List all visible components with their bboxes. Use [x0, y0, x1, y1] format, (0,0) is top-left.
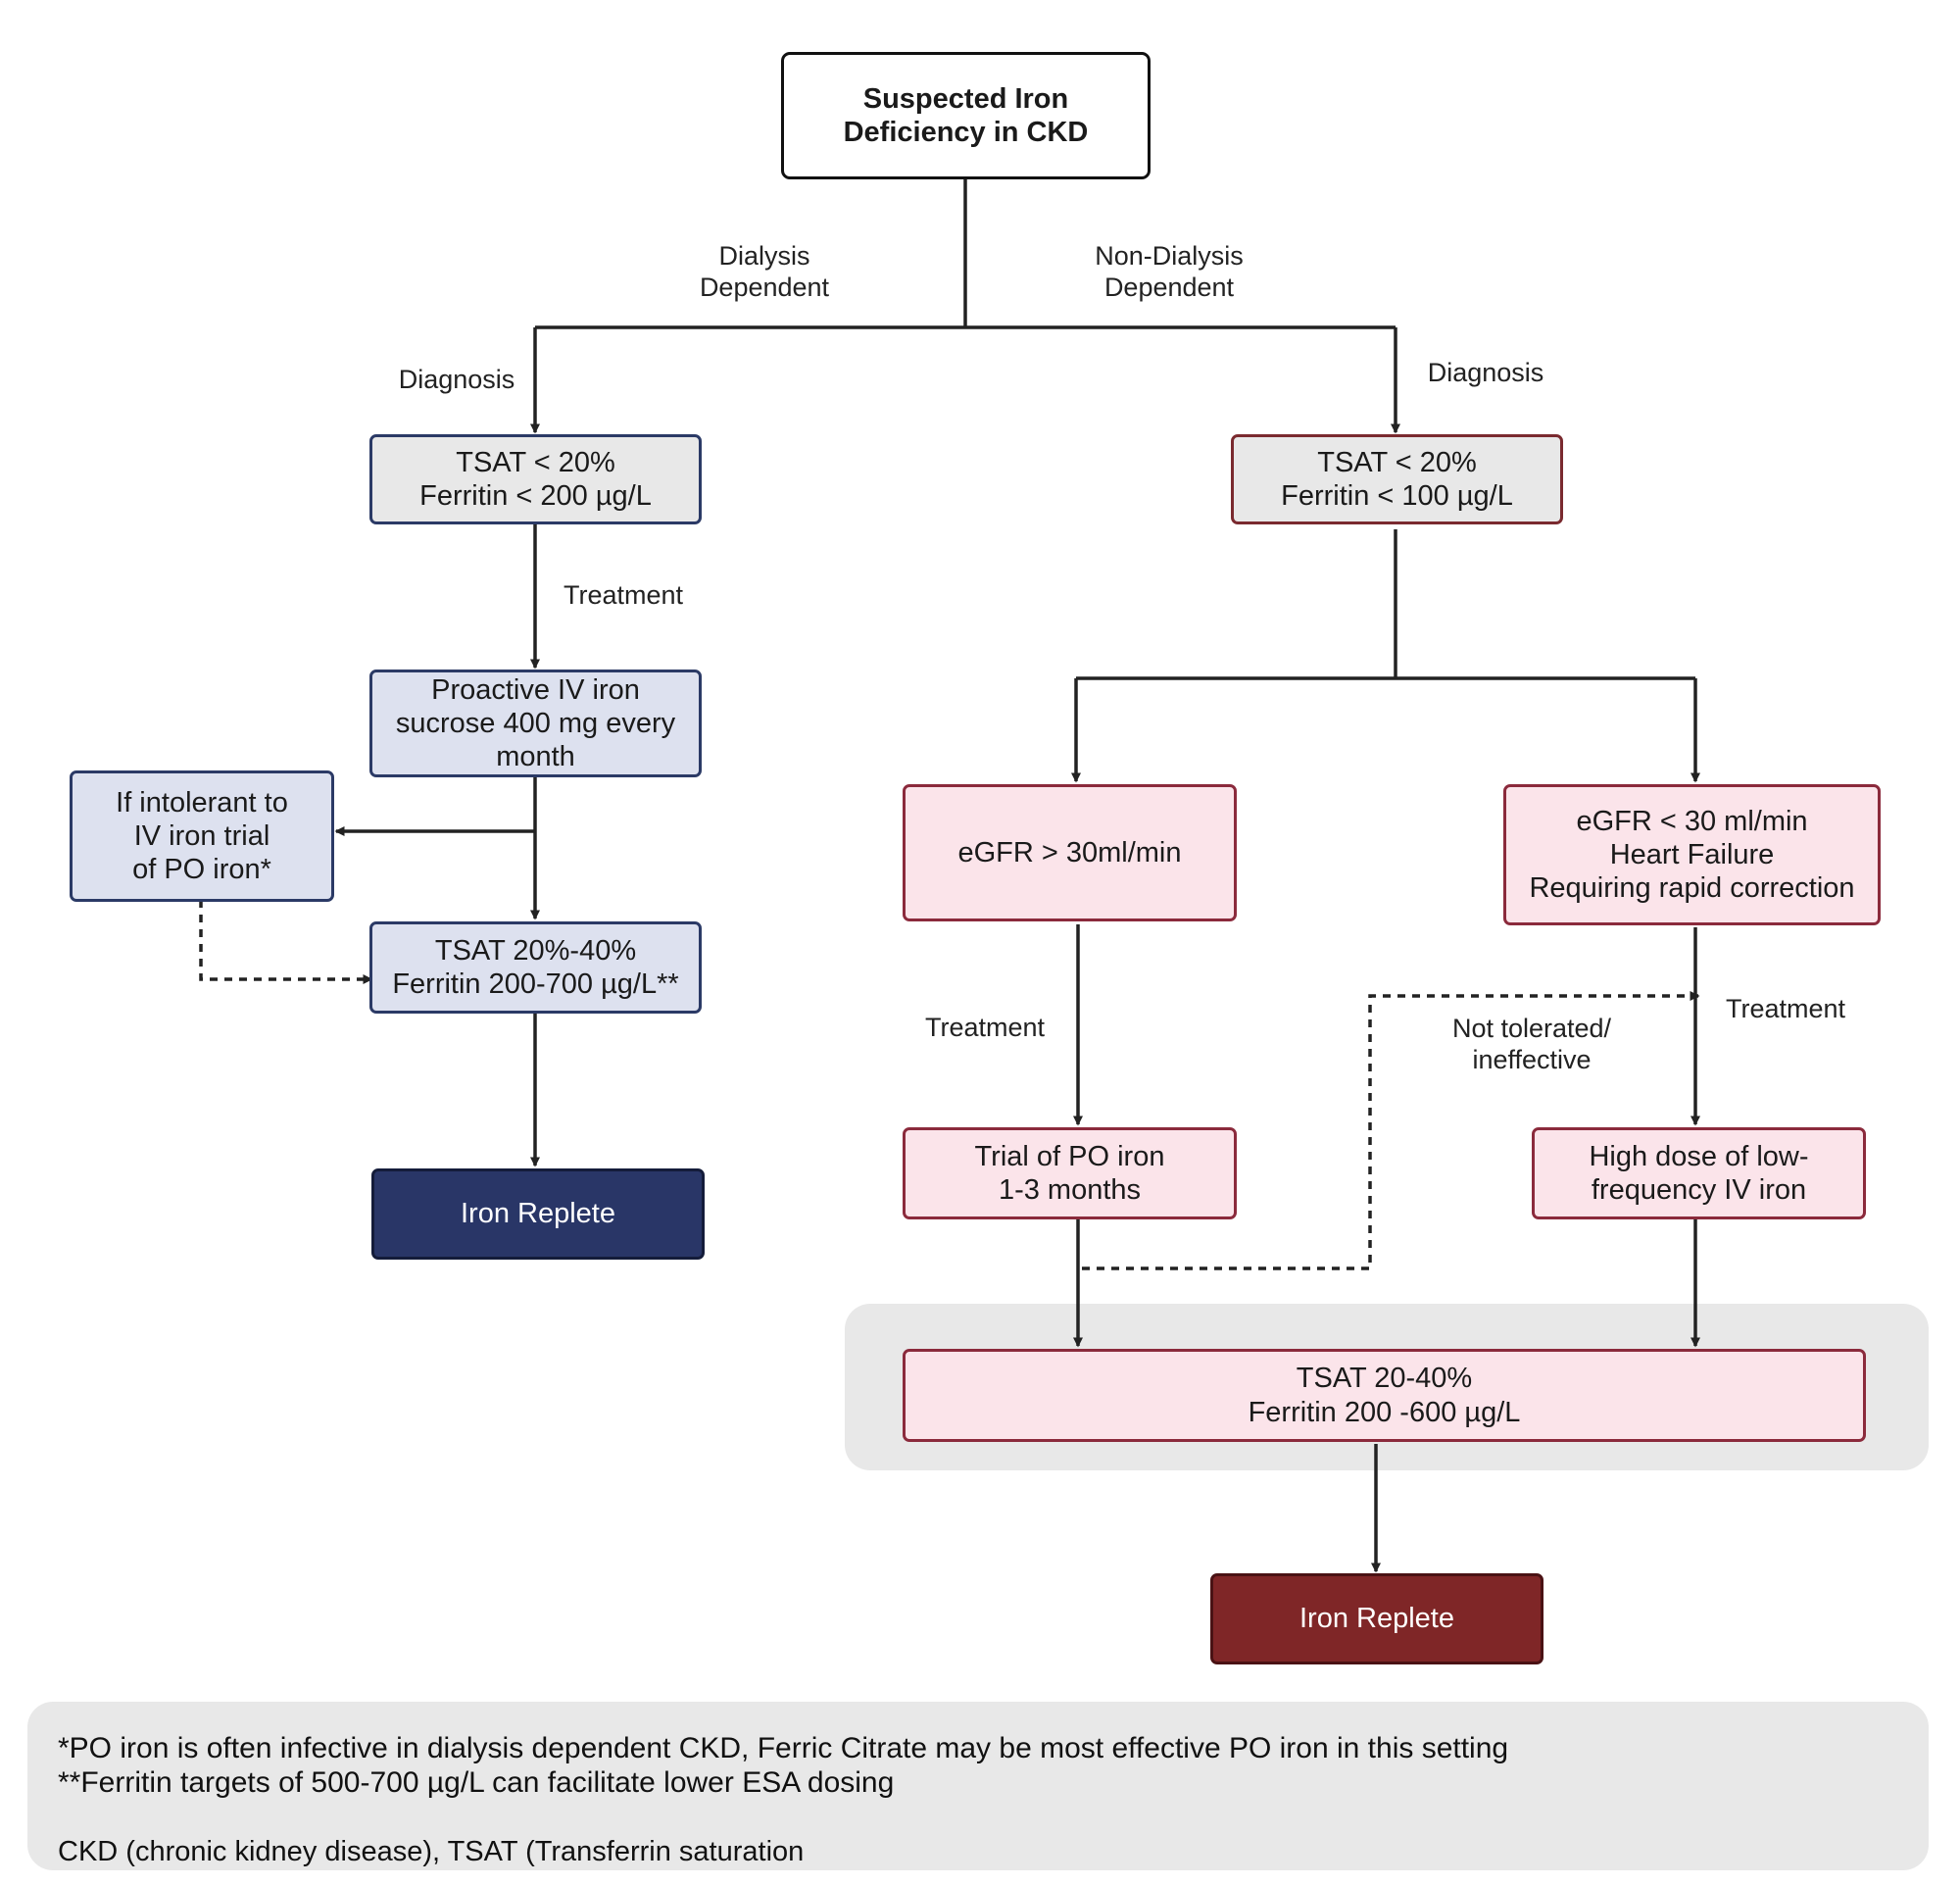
label-text: Non-Dialysis	[1095, 241, 1244, 271]
label-non-dialysis-dependent: Non-Dialysis Dependent	[1056, 240, 1282, 304]
dashed-arrow-po-to-target	[199, 900, 373, 984]
node-text: of PO iron*	[132, 854, 271, 886]
label-treatment-left: Treatment	[545, 579, 702, 611]
node-text: Deficiency in CKD	[843, 117, 1089, 148]
node-ndd-target-range: TSAT 20-40% Ferritin 200 -600 µg/L	[903, 1349, 1866, 1442]
node-text: Iron Replete	[461, 1198, 615, 1230]
label-dialysis-dependent: Dialysis Dependent	[659, 240, 870, 304]
node-text: eGFR > 30ml/min	[957, 836, 1182, 869]
node-text: Ferritin 200-700 µg/L**	[392, 968, 679, 1000]
label-treatment-right: Treatment	[1707, 993, 1864, 1024]
node-dd-proactive-iv-iron: Proactive IV iron sucrose 400 mg every m…	[369, 670, 702, 777]
node-egfr-below-30-heart-failure: eGFR < 30 ml/min Heart Failure Requiring…	[1503, 784, 1881, 925]
node-text: 1-3 months	[998, 1174, 1142, 1206]
label-text: ineffective	[1472, 1045, 1592, 1075]
label-text: Diagnosis	[398, 365, 515, 394]
node-high-dose-iv-iron: High dose of low- frequency IV iron	[1532, 1127, 1866, 1219]
label-diagnosis-left: Diagnosis	[378, 364, 535, 395]
node-dd-intolerant-po-trial: If intolerant to IV iron trial of PO iro…	[70, 770, 334, 902]
node-ndd-iron-replete: Iron Replete	[1210, 1573, 1544, 1664]
label-text: Dependent	[699, 273, 830, 303]
node-text: Heart Failure	[1609, 838, 1775, 870]
node-text: Ferritin < 200 µg/L	[419, 480, 652, 512]
node-text: If intolerant to	[116, 786, 288, 819]
label-treatment-mid: Treatment	[906, 1012, 1063, 1043]
node-text: Requiring rapid correction	[1529, 872, 1855, 905]
node-ndd-diagnosis-criteria: TSAT < 20% Ferritin < 100 µg/L	[1231, 434, 1563, 524]
footnote-panel	[27, 1702, 1929, 1870]
label-text: Dialysis	[718, 241, 810, 271]
label-text: Treatment	[1725, 994, 1846, 1023]
node-dd-target-range: TSAT 20%-40% Ferritin 200-700 µg/L**	[369, 921, 702, 1014]
node-dd-diagnosis-criteria: TSAT < 20% Ferritin < 200 µg/L	[369, 434, 702, 524]
node-text: Proactive IV iron	[431, 673, 640, 706]
node-text: TSAT < 20%	[1317, 446, 1477, 478]
node-text: frequency IV iron	[1591, 1174, 1807, 1206]
node-text: IV iron trial	[133, 819, 270, 852]
node-dd-iron-replete: Iron Replete	[371, 1168, 705, 1260]
node-text: eGFR < 30 ml/min	[1576, 805, 1808, 837]
node-text: Ferritin < 100 µg/L	[1281, 480, 1513, 512]
node-text: Trial of PO iron	[974, 1140, 1165, 1172]
label-text: Not tolerated/	[1451, 1014, 1612, 1043]
label-text: Dependent	[1103, 273, 1235, 303]
footnote-po-iron: *PO iron is often infective in dialysis …	[58, 1732, 1509, 1764]
dashed-arrow-not-tolerated	[1082, 991, 1700, 1270]
node-egfr-above-30: eGFR > 30ml/min	[903, 784, 1237, 921]
node-text: Suspected Iron	[862, 82, 1069, 115]
node-text: High dose of low-	[1589, 1140, 1809, 1172]
label-text: Treatment	[563, 580, 684, 610]
footnote-ferritin-targets: **Ferritin targets of 500-700 µg/L can f…	[58, 1766, 895, 1799]
node-text: Ferritin 200 -600 µg/L	[1248, 1396, 1521, 1428]
label-not-tolerated-ineffective: Not tolerated/ ineffective	[1424, 1013, 1640, 1076]
label-text: Diagnosis	[1427, 358, 1544, 387]
footnote-abbreviations: CKD (chronic kidney disease), TSAT (Tran…	[58, 1836, 805, 1867]
node-text: month	[496, 741, 575, 773]
node-text: TSAT < 20%	[456, 446, 615, 478]
label-diagnosis-right: Diagnosis	[1407, 357, 1564, 388]
node-text: sucrose 400 mg every	[395, 707, 676, 739]
node-po-iron-trial: Trial of PO iron 1-3 months	[903, 1127, 1237, 1219]
node-text: TSAT 20-40%	[1296, 1363, 1473, 1395]
label-text: Treatment	[924, 1013, 1046, 1042]
node-text: TSAT 20%-40%	[434, 934, 637, 967]
node-text: Iron Replete	[1299, 1603, 1454, 1635]
node-suspected-iron-deficiency: Suspected Iron Deficiency in CKD	[781, 52, 1151, 179]
